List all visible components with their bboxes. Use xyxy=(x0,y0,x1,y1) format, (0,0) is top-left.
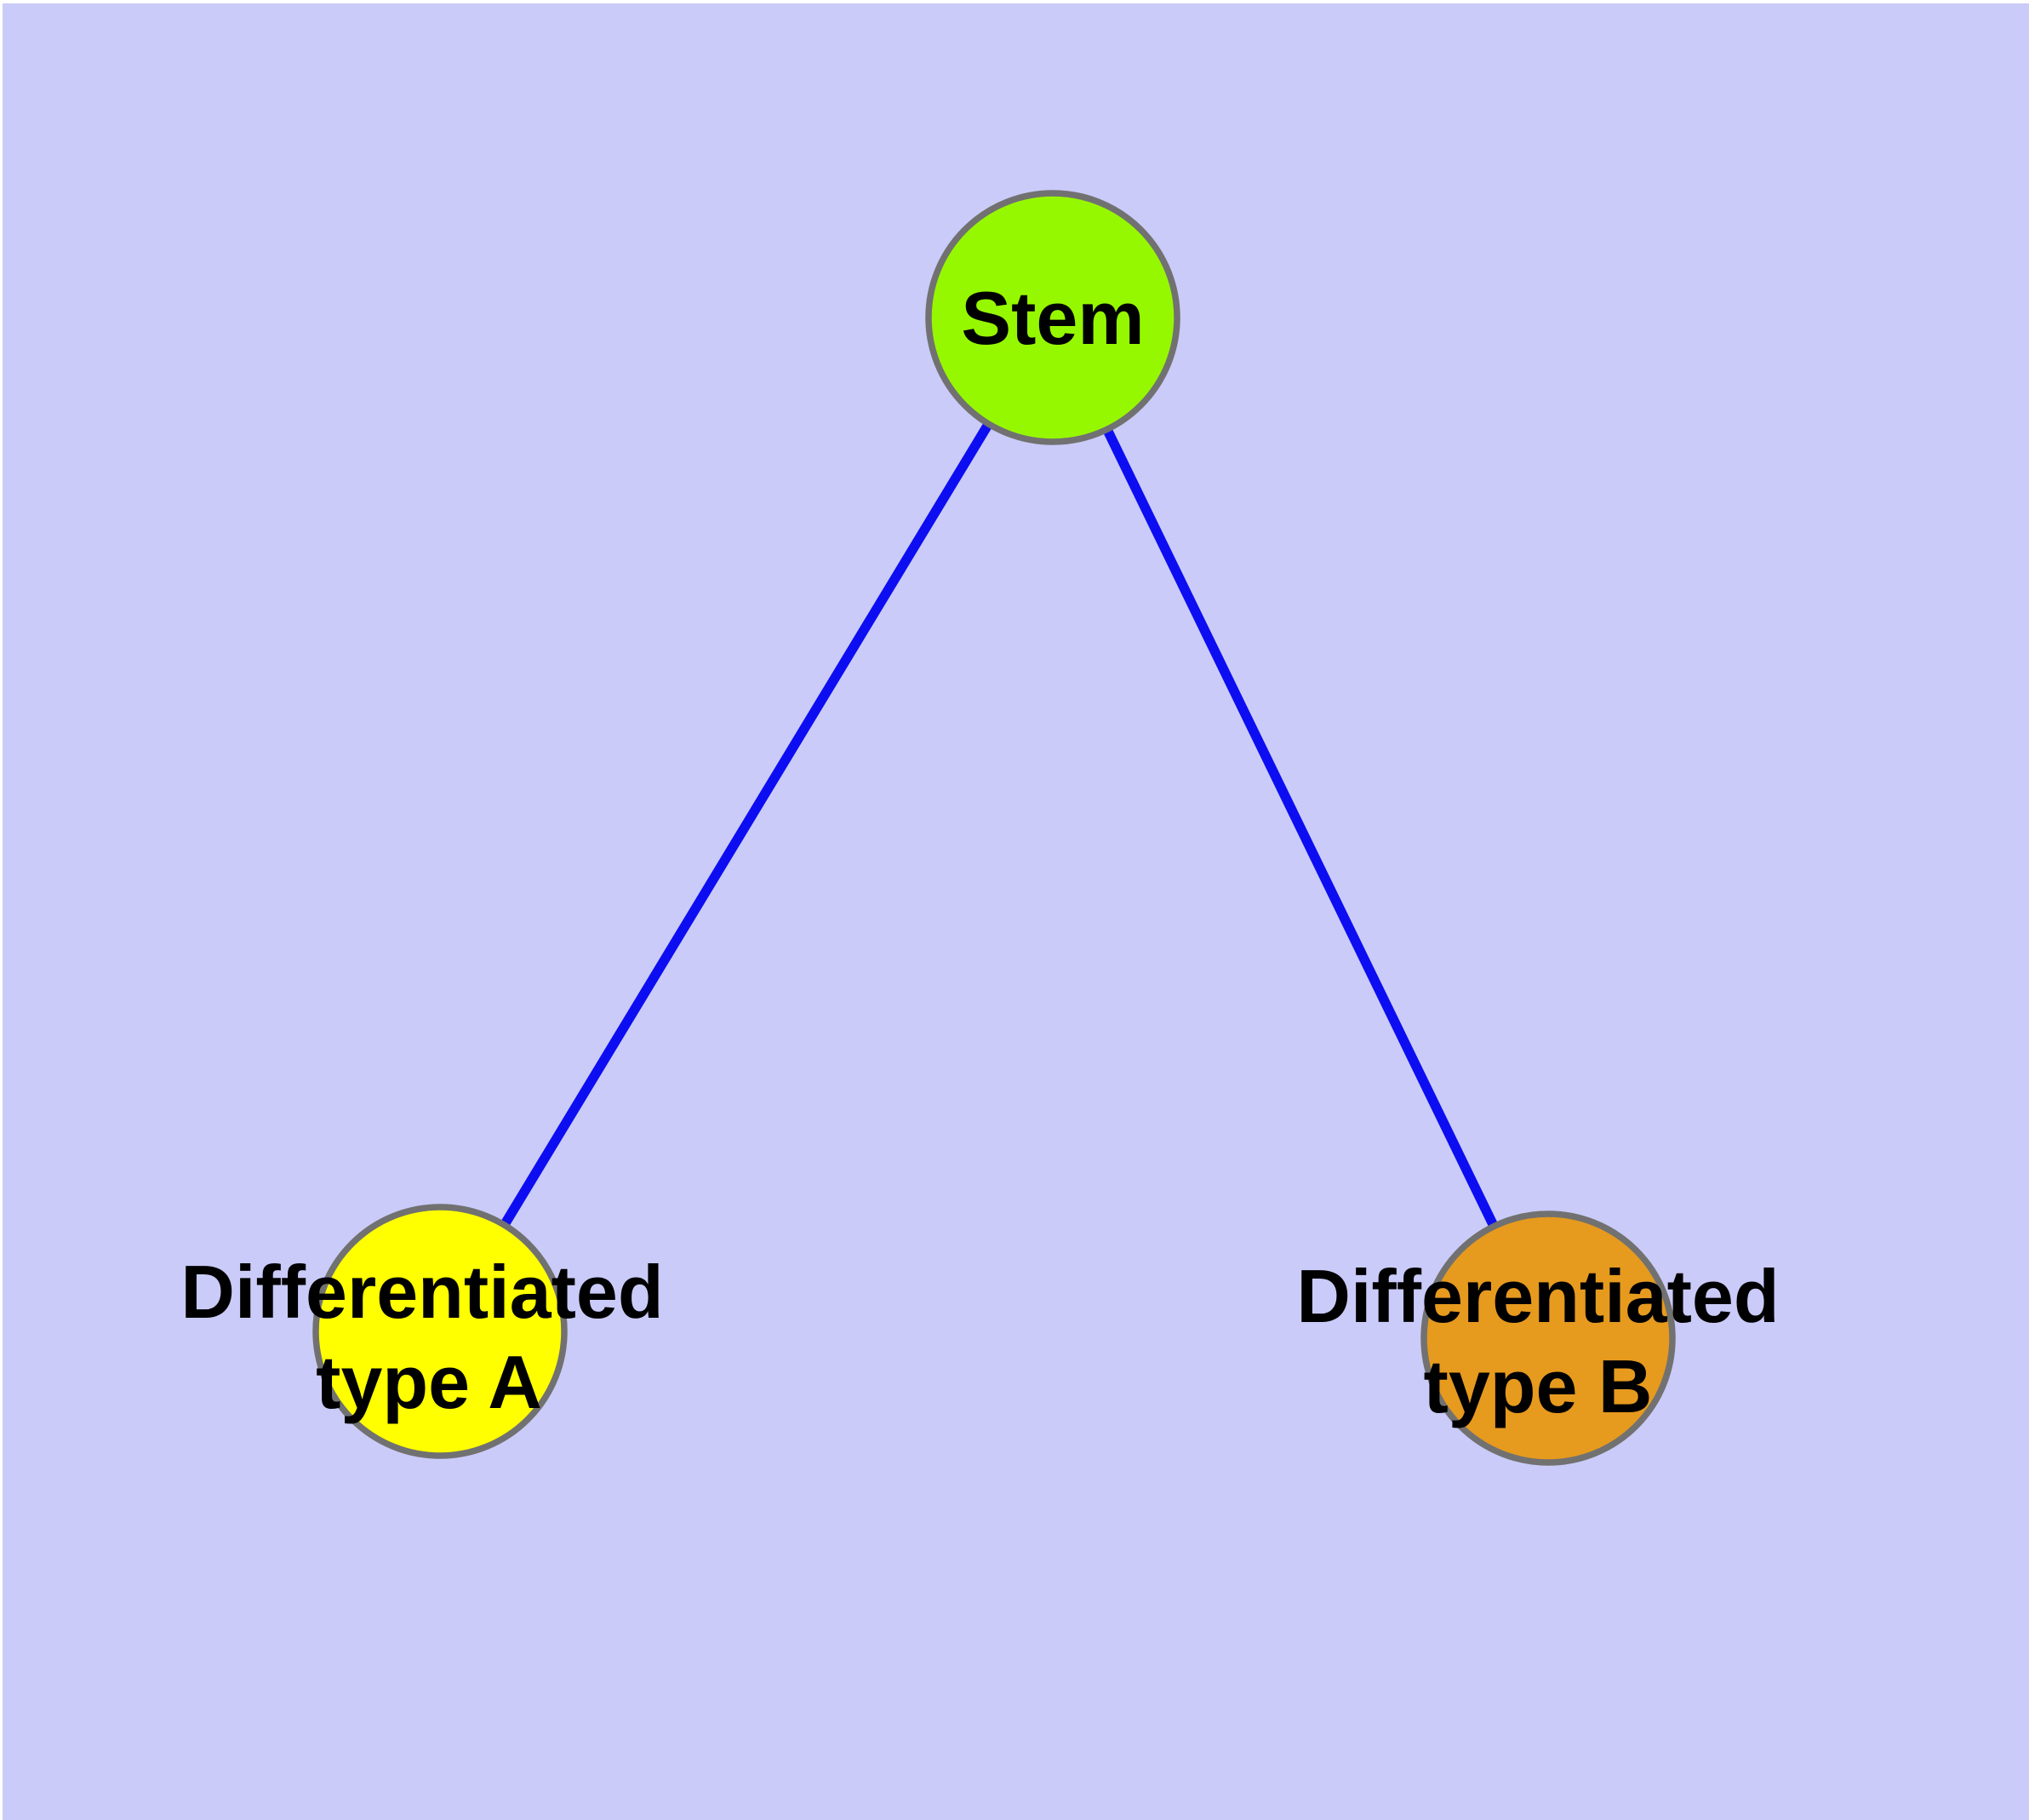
node-type-a-label-line1: Differentiated xyxy=(180,1250,663,1334)
node-layer xyxy=(312,190,1676,1466)
node-differentiated-type-a xyxy=(312,1204,568,1459)
edge-stem-to-type-a xyxy=(436,315,1057,1334)
node-stem-label: Stem xyxy=(961,276,1144,360)
label-layer: Stem Differentiated type A Differentiate… xyxy=(180,276,1779,1428)
node-type-a-label-line2: type A xyxy=(316,1340,542,1424)
node-type-b-label-line1: Differentiated xyxy=(1296,1254,1779,1338)
node-type-b-label-line2: type B xyxy=(1424,1344,1653,1428)
edge-stem-to-type-b xyxy=(1048,315,1553,1341)
edge-layer xyxy=(436,315,1553,1341)
node-stem xyxy=(925,190,1180,445)
node-differentiated-type-b xyxy=(1420,1210,1676,1466)
